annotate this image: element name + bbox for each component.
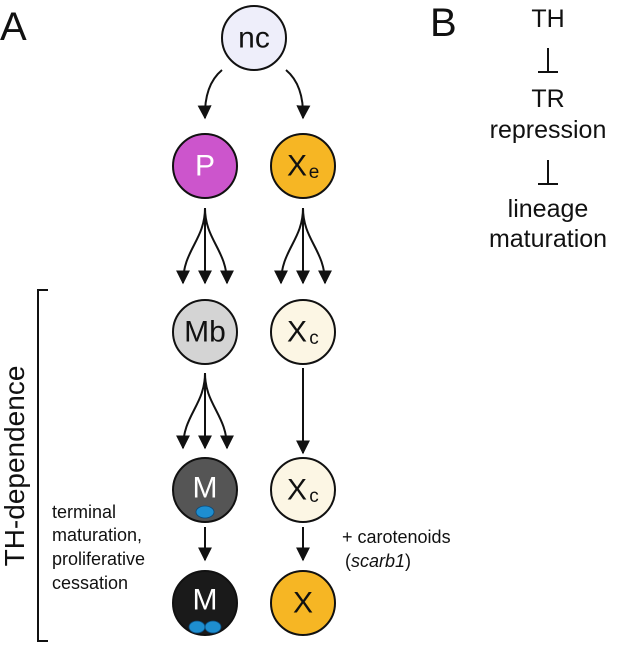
annotation-line: maturation, — [52, 525, 142, 545]
arrows-from-nc — [197, 69, 311, 120]
panel-b-maturation: maturation — [489, 225, 607, 253]
node-xc-lower: X c — [270, 457, 336, 523]
triple-arrow-p-to-mb — [176, 207, 234, 285]
melanosome-dot — [204, 620, 222, 634]
node-xc-upper: X c — [270, 299, 336, 365]
panel-b-lineage: lineage — [508, 195, 589, 223]
node-xe-label: X — [287, 150, 307, 183]
node-xc-lower-label: X — [287, 474, 307, 507]
panel-b-th: TH — [531, 5, 564, 33]
gene-name: scarb1 — [351, 551, 405, 571]
node-nc-label: nc — [238, 22, 270, 55]
node-mb: Mb — [172, 299, 238, 365]
node-xc-upper-subscript: c — [309, 328, 319, 349]
annotation-carotenoids-line: + carotenoids — [342, 527, 451, 547]
triple-arrow-mb-to-m — [176, 372, 234, 450]
node-p-label: P — [195, 150, 215, 183]
inhibition-arrow — [538, 48, 558, 73]
panel-label-a: A — [0, 5, 27, 49]
node-p: P — [172, 133, 238, 199]
node-x-label: X — [293, 587, 313, 620]
th-dependence-bracket — [37, 289, 48, 642]
node-xc-lower-subscript: c — [309, 486, 319, 507]
annotation-line: terminal — [52, 502, 116, 522]
node-x: X — [270, 570, 336, 636]
th-dependence-label: TH-dependence — [0, 366, 30, 567]
node-xe: X e — [270, 133, 336, 199]
node-m-upper: M — [172, 457, 238, 523]
melanosome-dot — [188, 620, 206, 634]
node-mb-label: Mb — [184, 316, 226, 349]
node-m-lower-label: M — [193, 584, 218, 617]
paren-open: ( — [345, 551, 351, 571]
panel-b: TH TR repression lineage maturation — [489, 5, 607, 253]
panel-label-b: B — [430, 1, 457, 45]
paren-close: ) — [405, 551, 411, 571]
annotation-terminal-maturation: terminal maturation, proliferative cessa… — [52, 502, 145, 593]
node-m-upper-label: M — [193, 472, 218, 505]
node-m-lower: M — [172, 570, 238, 636]
panel-b-repression: repression — [490, 116, 607, 144]
panel-b-tr: TR — [531, 85, 564, 113]
node-xc-upper-label: X — [287, 316, 307, 349]
triple-arrow-xe-to-xc — [274, 207, 332, 285]
node-nc: nc — [221, 5, 287, 71]
single-arrows — [198, 368, 310, 562]
node-xe-subscript: e — [309, 162, 320, 183]
annotation-carotenoids: + carotenoids (scarb1) — [342, 527, 451, 571]
melanosome-dot — [195, 505, 215, 519]
annotation-gene-line: (scarb1) — [345, 551, 411, 571]
annotation-line: cessation — [52, 573, 128, 593]
annotation-line: proliferative — [52, 549, 145, 569]
inhibition-arrow — [538, 160, 558, 185]
